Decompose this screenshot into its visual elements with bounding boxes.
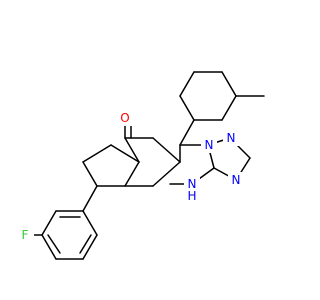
bond xyxy=(41,210,57,236)
bond xyxy=(110,144,140,163)
bond-lines xyxy=(27,71,265,260)
ring-nitrogen-label: N xyxy=(232,173,241,187)
bond xyxy=(179,119,195,146)
bond xyxy=(82,144,112,163)
nh-nitrogen-label: N xyxy=(188,177,197,191)
oxygen-label: O xyxy=(120,111,129,125)
bond xyxy=(41,234,57,260)
bond xyxy=(47,234,61,254)
ring-nitrogen-label: N xyxy=(227,131,236,145)
bond xyxy=(221,71,237,97)
bond xyxy=(221,95,237,121)
bond xyxy=(152,137,181,163)
bond xyxy=(124,137,140,163)
bond xyxy=(179,95,195,121)
bond xyxy=(124,161,140,187)
atom-labels: O F N N N N H xyxy=(16,110,244,243)
bond xyxy=(82,210,98,236)
bond xyxy=(82,185,98,212)
bond xyxy=(82,161,98,187)
nh-hydrogen-label: H xyxy=(187,189,196,203)
bond xyxy=(82,234,98,260)
ring-nitrogen-label: N xyxy=(205,138,214,152)
bond xyxy=(152,161,181,187)
bond xyxy=(179,71,195,97)
bond xyxy=(79,234,92,254)
chemical-structure-diagram: O F N N N N H xyxy=(16,71,265,260)
fluorine-label: F xyxy=(22,228,29,242)
